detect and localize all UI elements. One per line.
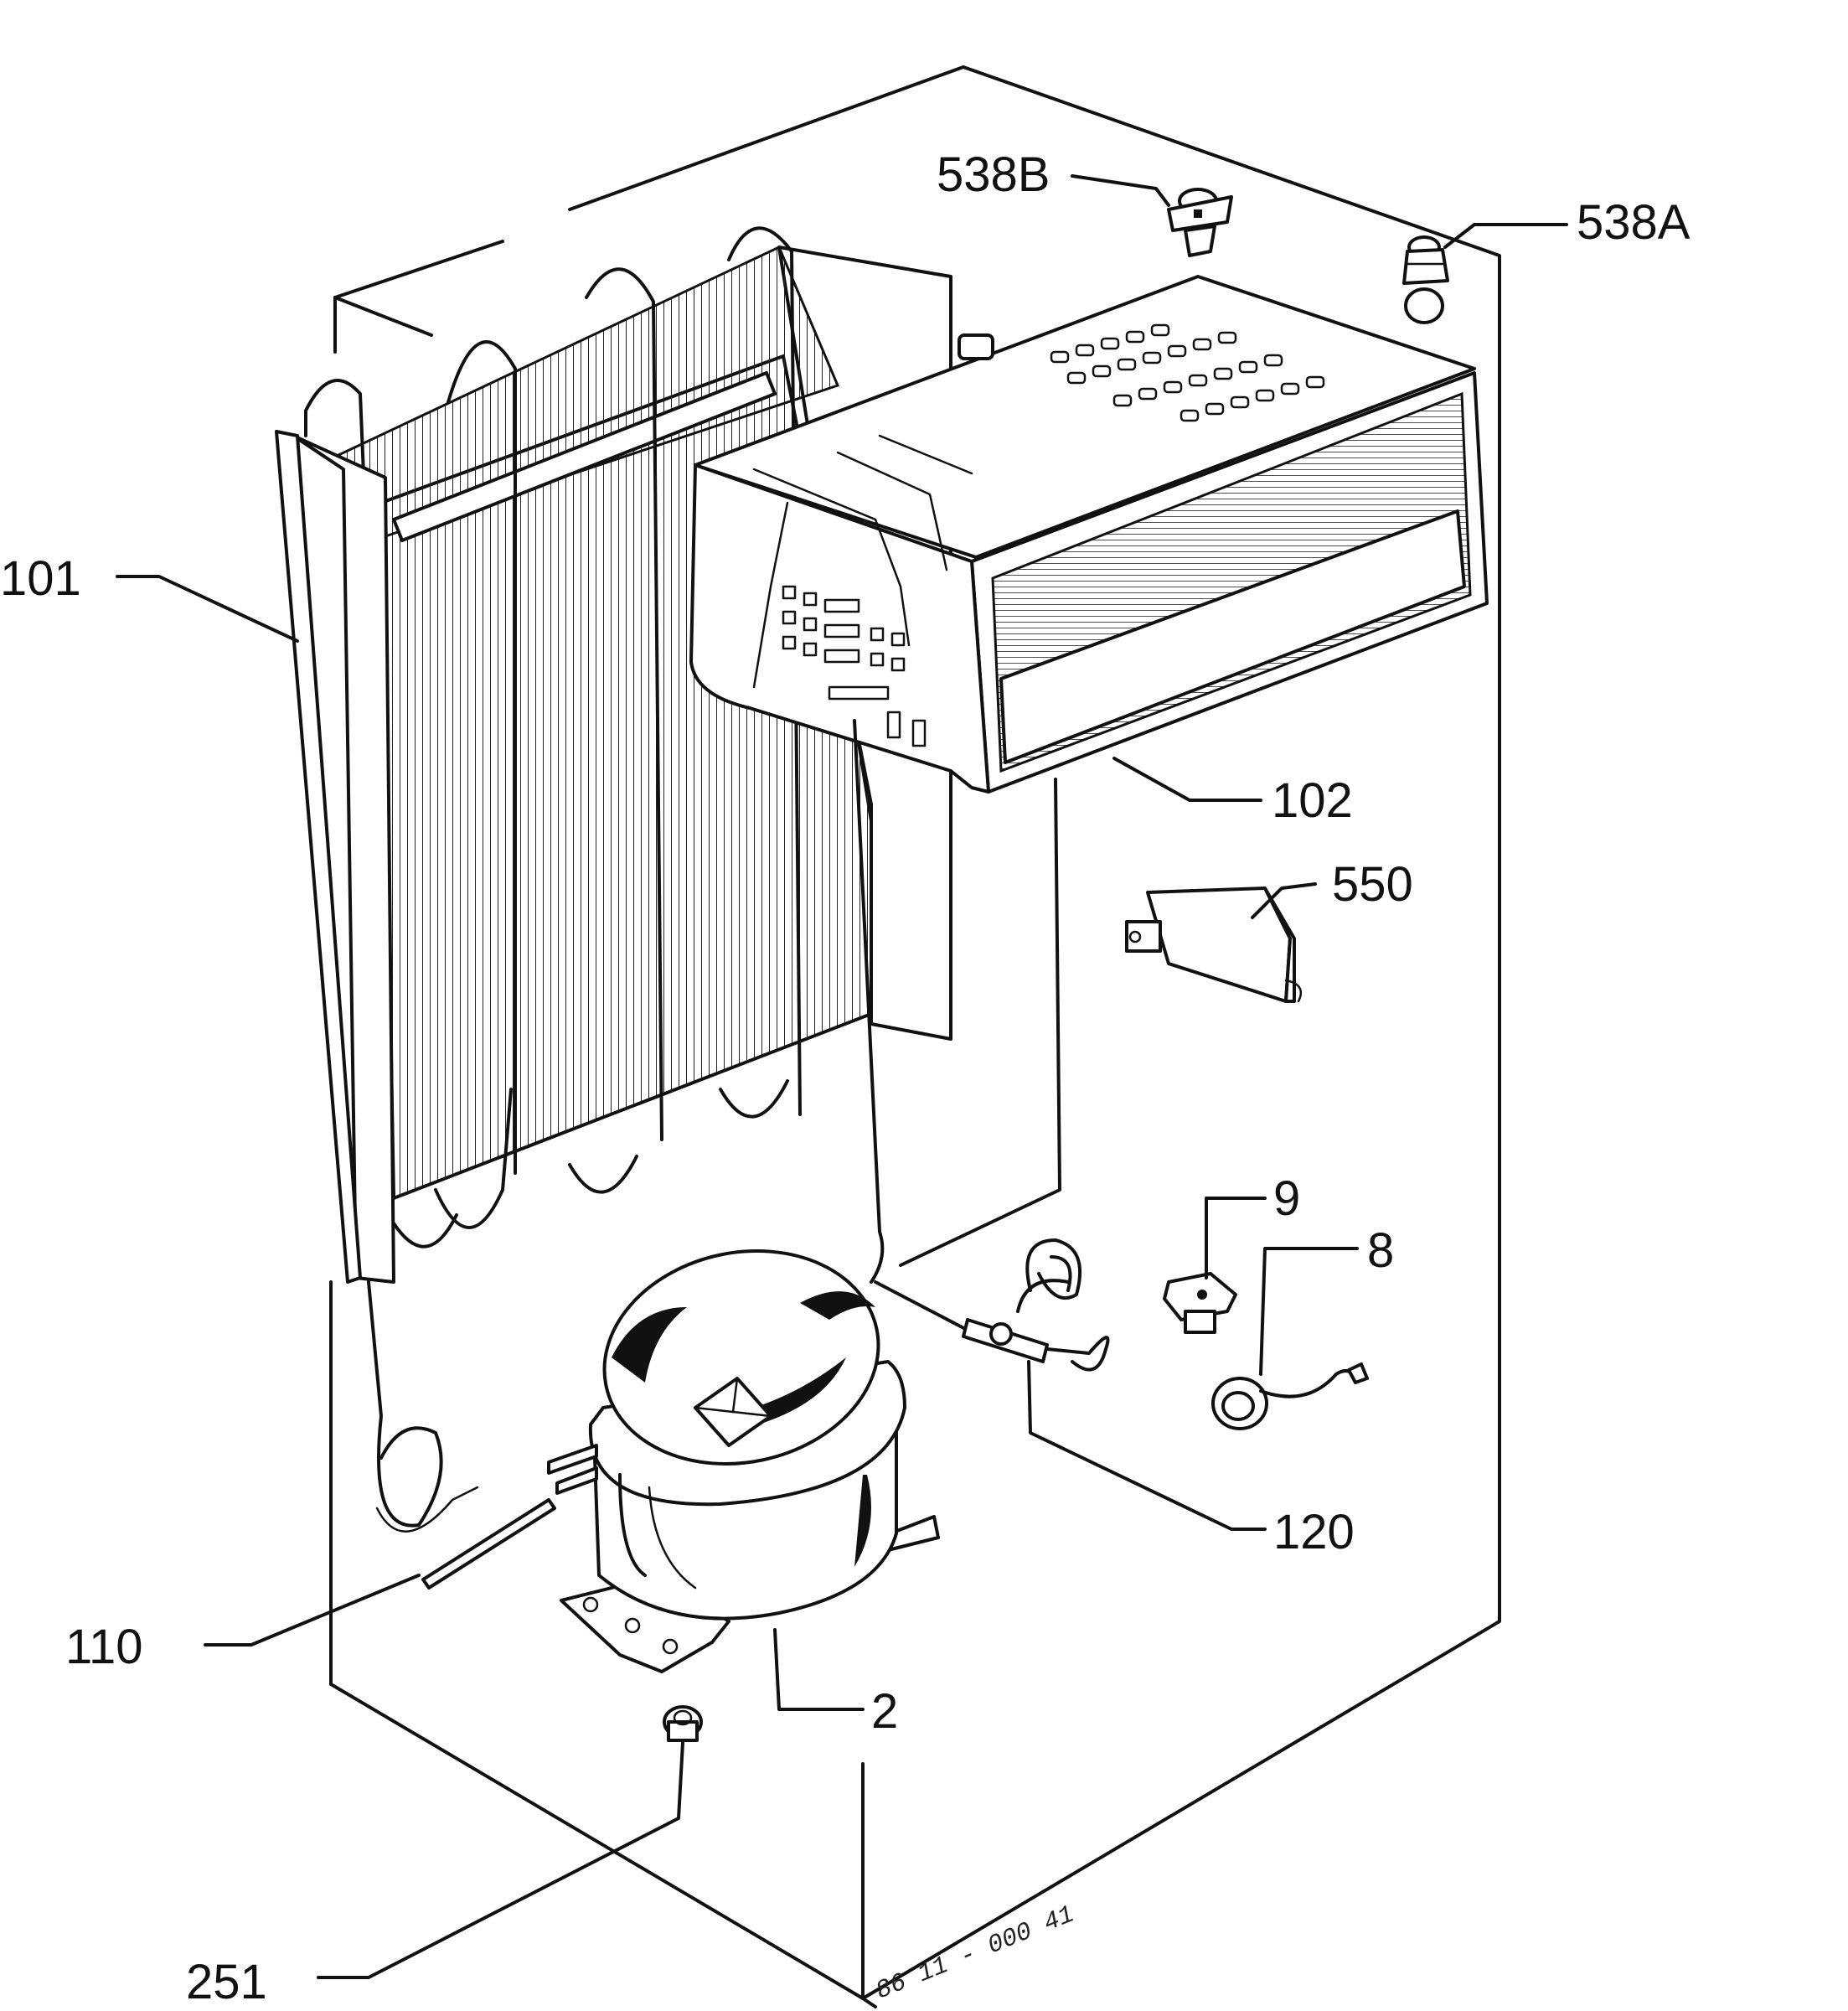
- thermostat-sensor-120: [962, 1318, 1110, 1372]
- valve-538B: [1167, 188, 1233, 257]
- label-538A: 538A: [1577, 195, 1691, 250]
- evaporator-102: [689, 275, 1489, 794]
- grommet-8: [1211, 1362, 1369, 1430]
- label-9: 9: [1273, 1171, 1300, 1226]
- label-110: 110: [65, 1620, 142, 1674]
- drawing-code: 86 11 - 000 41: [872, 1900, 1078, 2006]
- relay-550: [1125, 887, 1303, 1003]
- label-251: 251: [186, 1955, 267, 2009]
- compressor-2: [421, 1249, 940, 1673]
- evaporator-front-grille: [782, 585, 927, 747]
- label-2: 2: [871, 1684, 898, 1739]
- label-550: 550: [1332, 857, 1413, 912]
- leader-lines: [116, 174, 1568, 1979]
- evaporator-grille: [1050, 323, 1325, 422]
- label-120: 120: [1273, 1505, 1355, 1559]
- cabinet-outline: [329, 65, 1501, 2008]
- valve-538A: [1402, 235, 1449, 324]
- label-538B: 538B: [937, 147, 1050, 202]
- label-8: 8: [1367, 1223, 1394, 1278]
- label-101: 101: [0, 551, 81, 606]
- pipework: [853, 719, 1082, 1334]
- rubber-foot-251: [663, 1705, 703, 1742]
- label-102: 102: [1272, 773, 1353, 828]
- overload-9: [1163, 1272, 1237, 1334]
